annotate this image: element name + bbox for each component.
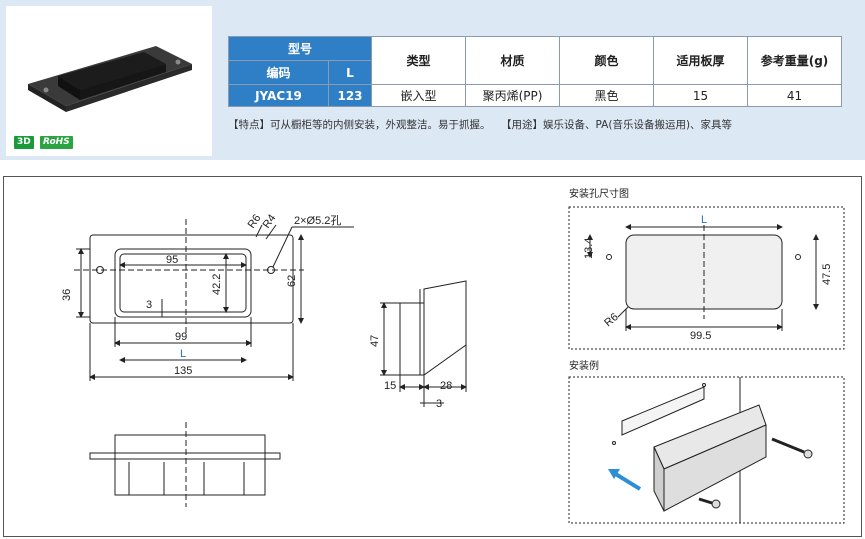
- bottom-view: [89, 422, 281, 507]
- rohs-badge: RoHS: [40, 136, 73, 149]
- cell-thickness: 15: [653, 84, 748, 107]
- cutout-L-label: L: [701, 214, 707, 226]
- header-thickness: 适用板厚: [653, 36, 748, 85]
- front-r4-label: R4: [261, 212, 279, 230]
- front-62-label: 62: [286, 275, 298, 287]
- front-42-label: 42.2: [211, 274, 223, 295]
- cutout-99-label: 99.5: [690, 330, 711, 342]
- example-title: 安装例: [569, 359, 599, 372]
- header-L: L: [328, 60, 372, 85]
- header-weight: 参考重量(g): [747, 36, 842, 85]
- product-photo: [6, 6, 212, 156]
- header-model: 型号: [228, 36, 372, 61]
- header-material: 材质: [465, 36, 560, 85]
- cell-weight: 41: [747, 84, 842, 107]
- front-hole-label: 2×Ø5.2孔: [294, 214, 341, 227]
- cutout-r6-label: R6: [602, 311, 620, 329]
- side-3-label: 3: [436, 398, 442, 410]
- side-28-label: 28: [440, 380, 452, 392]
- header-color: 颜色: [559, 36, 654, 85]
- spec-table: 型号 类型 材质 颜色 适用板厚 参考重量(g) 编码 L JYAC19 123…: [228, 36, 842, 107]
- cutout-view: [568, 206, 845, 350]
- cell-L: 123: [328, 84, 372, 107]
- front-36-label: 36: [61, 289, 73, 301]
- front-view: [74, 219, 354, 381]
- product-info-panel: 3D RoHS 型号 类型 材质 颜色 适用板厚 参考重量(g) 编码 L JY…: [0, 0, 865, 160]
- technical-drawing-frame: R6 R4 2×Ø5.2孔 95 42.2 62 36 3 99 L 135: [3, 176, 862, 537]
- cutout-47-label: 47.5: [821, 264, 833, 285]
- side-view: [380, 280, 467, 407]
- side-15-label: 15: [384, 380, 396, 392]
- cell-type: 嵌入型: [371, 84, 466, 107]
- side-47-label: 47: [369, 335, 381, 347]
- front-L-label: L: [180, 348, 186, 360]
- features-text: 【特点】可从橱柜等的内侧安装，外观整洁。易于抓握。 【用途】娱乐设备、PA(音乐…: [228, 119, 733, 131]
- front-99-label: 99: [175, 331, 187, 343]
- front-3-label: 3: [146, 299, 152, 311]
- install-example: [568, 376, 845, 524]
- cell-code: JYAC19: [228, 84, 329, 107]
- install-direction-arrow: [612, 471, 642, 491]
- technical-drawing: R6 R4 2×Ø5.2孔 95 42.2 62 36 3 99 L 135: [61, 187, 845, 524]
- front-95-label: 95: [166, 254, 178, 266]
- header-type: 类型: [371, 36, 466, 85]
- handle-photo-image: [28, 46, 192, 112]
- cutout-title: 安装孔尺寸图: [569, 187, 629, 200]
- 3d-badge: 3D: [14, 136, 34, 149]
- front-135-label: 135: [174, 365, 192, 377]
- cell-color: 黑色: [559, 84, 654, 107]
- cell-material: 聚丙烯(PP): [465, 84, 560, 107]
- install-arrow-head: [608, 469, 620, 479]
- cutout-13-label: 13.4: [583, 238, 595, 259]
- header-code: 编码: [228, 60, 329, 85]
